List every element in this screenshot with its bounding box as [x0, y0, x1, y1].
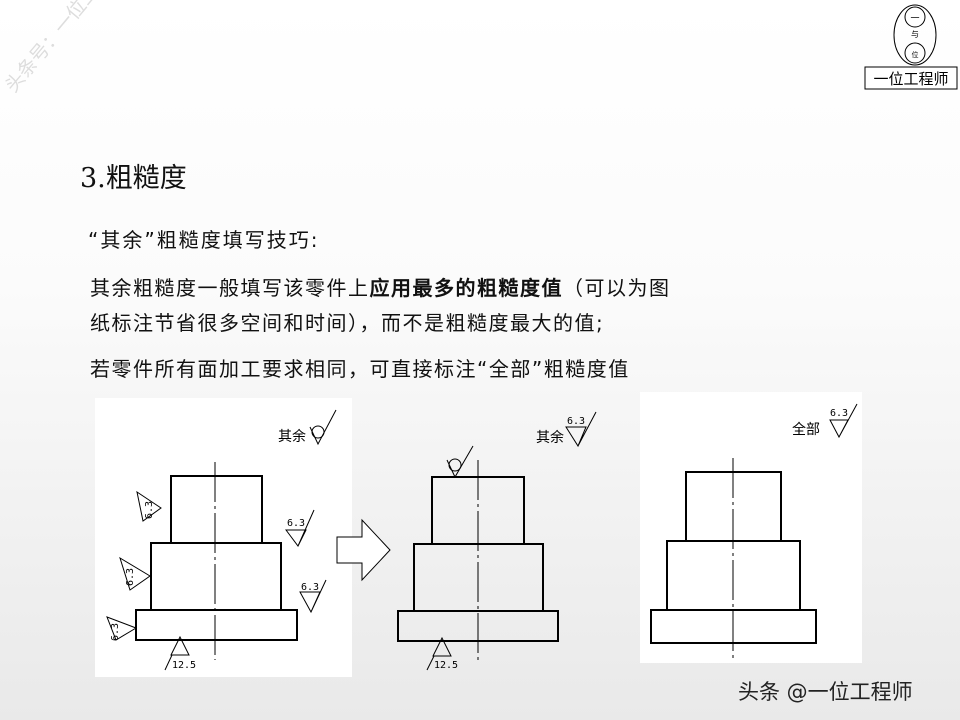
roughness-value: 6.3 — [567, 416, 585, 427]
roughness-value: 6.3 — [144, 501, 155, 519]
diagram-left: 其余 6.3 6.3 6.3 6.3 6.3 12.5 — [95, 398, 352, 677]
footer-watermark: 头条 @一位工程师 — [738, 680, 913, 704]
roughness-value: 6.3 — [125, 568, 136, 586]
logo — [864, 4, 958, 90]
note-label: 全部 — [792, 421, 820, 438]
logo-text: 位 — [912, 50, 919, 59]
logo-text: 与 — [911, 30, 919, 39]
text: （可以为图 — [563, 276, 671, 300]
note-label: 其余 — [536, 429, 564, 446]
roughness-value: 6.3 — [287, 518, 305, 529]
slide-subtitle: “其余”粗糙度填写技巧: — [88, 228, 320, 252]
diagram-middle: 其余 6.3 12.5 — [397, 411, 597, 671]
diagram-right: 全部 6.3 — [640, 392, 862, 663]
emphasis-text: 应用最多的粗糙度值 — [369, 276, 563, 300]
roughness-value: 6.3 — [110, 623, 121, 641]
note-label: 其余 — [278, 428, 306, 445]
logo-text: 一 — [910, 14, 919, 24]
paragraph-2: 纸标注节省很多空间和时间），而不是粗糙度最大的值; — [90, 311, 605, 335]
roughness-value: 12.5 — [434, 660, 458, 671]
roughness-value: 6.3 — [830, 408, 848, 419]
roughness-value: 12.5 — [172, 660, 196, 671]
paragraph-1: 其余粗糙度一般填写该零件上应用最多的粗糙度值（可以为图 — [90, 272, 671, 301]
paragraph-3: 若零件所有面加工要求相同，可直接标注“全部”粗糙度值 — [90, 357, 630, 381]
logo-label: 一位工程师 — [873, 70, 948, 88]
text: 其余粗糙度一般填写该零件上 — [90, 276, 370, 300]
roughness-value: 6.3 — [301, 582, 319, 593]
slide-title: 3.粗糙度 — [80, 163, 187, 194]
arrow-right-icon — [336, 518, 391, 582]
